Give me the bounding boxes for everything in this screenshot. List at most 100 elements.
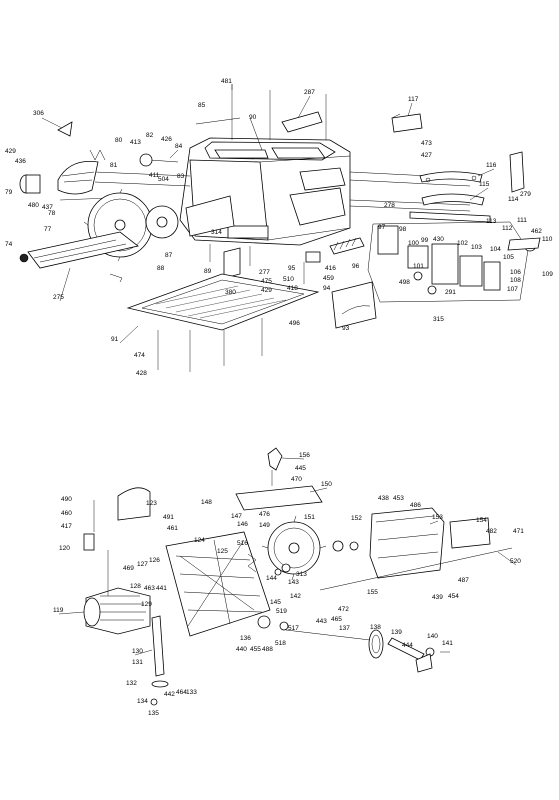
callout-label: 487 <box>458 577 469 584</box>
callout-label: 411 <box>149 172 160 179</box>
callout-label: 444 <box>402 642 413 649</box>
callout-label: 426 <box>161 136 172 143</box>
callout-label: 147 <box>231 513 242 520</box>
part-152-washer <box>332 540 344 552</box>
callout-label: 275 <box>53 294 64 301</box>
callout-label: 94 <box>323 285 331 292</box>
part-510-block <box>305 251 321 263</box>
callout-label: 115 <box>479 181 490 188</box>
callout-label: 89 <box>204 268 212 275</box>
lower-screws <box>93 470 273 596</box>
callout-label: 472 <box>338 606 349 613</box>
part-80-spring <box>89 149 106 161</box>
callout-label: 430 <box>433 236 444 243</box>
callout-label: 471 <box>513 528 524 535</box>
callout-label: 102 <box>457 240 468 247</box>
callout-label: 152 <box>351 515 362 522</box>
callout-label: 291 <box>445 289 456 296</box>
part-306-feather <box>57 121 73 137</box>
part-82-knob <box>139 153 153 167</box>
callout-label: 459 <box>323 275 334 282</box>
callout-label: 154 <box>476 517 487 524</box>
callout-label: 84 <box>175 143 183 150</box>
callout-label: 109 <box>542 271 553 278</box>
callout-label: 474 <box>134 352 145 359</box>
callout-label: 90 <box>249 114 257 121</box>
callout-label: 510 <box>283 276 294 283</box>
callout-labels: 481 85 90 287 117 306 429 436 80 413 426… <box>5 78 553 717</box>
bevel-lock-subassembly <box>367 221 541 303</box>
callout-label: 103 <box>471 244 482 251</box>
callout-label: 96 <box>352 263 360 270</box>
part-154-plate <box>449 517 491 549</box>
callout-label: 519 <box>276 608 287 615</box>
callout-label: 87 <box>165 252 173 259</box>
callout-label: 105 <box>503 254 514 261</box>
part-153-guard-housing <box>369 507 445 579</box>
callout-label: 520 <box>510 558 521 565</box>
callout-label: 119 <box>53 607 64 614</box>
part-91-base-tray <box>126 273 320 331</box>
part-287-plate <box>281 111 323 133</box>
callout-label: 454 <box>448 593 459 600</box>
callout-label: 123 <box>146 500 157 507</box>
callout-label: 460 <box>61 510 72 517</box>
part-156-top <box>267 447 283 471</box>
part-437-blade-guard <box>57 161 99 195</box>
callout-label: 79 <box>5 189 13 196</box>
callout-label: 439 <box>432 594 443 601</box>
part-279-bracket <box>509 151 525 193</box>
callout-label: 97 <box>378 224 386 231</box>
callout-label: 98 <box>399 226 407 233</box>
callout-label: 142 <box>290 593 301 600</box>
part-314-cover <box>185 195 235 237</box>
callout-label: 481 <box>221 78 232 85</box>
part-143-washer <box>274 568 282 576</box>
callout-label: 413 <box>130 139 141 146</box>
callout-label: 455 <box>250 646 261 653</box>
callout-label: 417 <box>61 523 72 530</box>
callout-label: 427 <box>421 152 432 159</box>
callout-label: 138 <box>370 624 381 631</box>
tray-screws <box>157 318 263 372</box>
callout-label: 287 <box>304 89 315 96</box>
callout-label: 101 <box>413 263 424 270</box>
callout-label: 438 <box>378 495 389 502</box>
part-123-guard <box>117 487 151 521</box>
callout-label: 518 <box>275 640 286 647</box>
part-144-spring <box>247 553 257 573</box>
callout-label: 277 <box>259 269 270 276</box>
part-275-wrench <box>109 273 123 283</box>
callout-label: 496 <box>289 320 300 327</box>
callout-label: 418 <box>287 285 298 292</box>
callout-label: 137 <box>339 625 350 632</box>
callout-label: 480 <box>28 202 39 209</box>
callout-label: 124 <box>194 537 205 544</box>
callout-label: 135 <box>148 710 159 717</box>
callout-label: 428 <box>136 370 147 377</box>
part-140-handle <box>415 653 433 673</box>
callout-label: 100 <box>408 240 419 247</box>
callout-label: 104 <box>490 246 501 253</box>
part-115-116-guides <box>419 171 485 206</box>
callout-label: 83 <box>177 173 185 180</box>
callout-label: 416 <box>325 265 336 272</box>
callout-label: 441 <box>156 585 167 592</box>
callout-label: 128 <box>130 583 141 590</box>
callout-label: 429 <box>5 148 16 155</box>
vertical-screws <box>209 84 327 284</box>
callout-label: 155 <box>367 589 378 596</box>
callout-label: 131 <box>132 659 143 666</box>
callout-label: 151 <box>304 514 315 521</box>
callout-label: 442 <box>164 691 175 698</box>
callout-label: 445 <box>295 465 306 472</box>
callout-label: 150 <box>321 481 332 488</box>
callout-label: 440 <box>236 646 247 653</box>
callout-label: 504 <box>158 176 169 183</box>
callout-label: 149 <box>259 522 270 529</box>
callout-label: 156 <box>299 452 310 459</box>
callout-label: 110 <box>542 236 553 243</box>
callout-label: 139 <box>391 629 402 636</box>
callout-label: 113 <box>486 218 497 225</box>
part-120-bracket <box>83 533 95 551</box>
